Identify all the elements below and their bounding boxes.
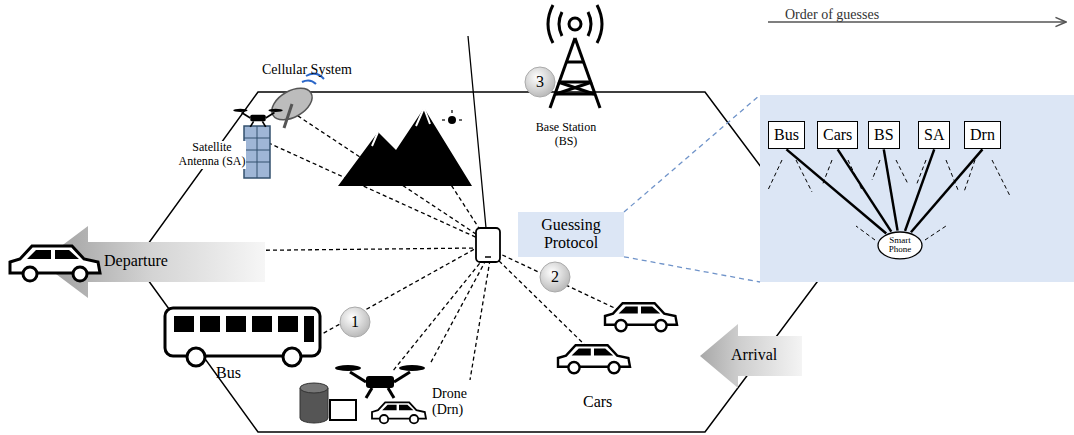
panel-heading: Order of guesses <box>785 7 879 23</box>
callout-number: 2 <box>540 267 570 287</box>
protocol-box: Guessing Protocol <box>518 212 624 257</box>
guess-link <box>786 149 886 233</box>
part-label: Satellite Antenna (SA) <box>178 141 246 169</box>
guess-link <box>838 149 892 231</box>
device-ellipse: Smart Phone <box>877 231 923 260</box>
guess-box: SA <box>918 121 950 149</box>
node-text: Guessing Protocol <box>525 216 617 253</box>
guess-box: Cars <box>817 121 858 149</box>
node-text: Cars <box>823 126 852 144</box>
guess-link <box>911 149 982 232</box>
node-text: BS <box>874 126 894 144</box>
guess-link <box>905 149 934 231</box>
guess-link <box>884 149 898 230</box>
callout-number: 3 <box>525 72 555 92</box>
node-text: SA <box>924 126 944 144</box>
part-label: Drone (Drn) <box>432 386 484 418</box>
guess-box: BS <box>868 121 900 149</box>
zoom-panel: Order of guessesBusCarsBSSADrnSmart Phon… <box>760 95 1074 282</box>
part-label: Cars <box>583 393 612 411</box>
region-label: Cellular System <box>262 62 352 78</box>
arrow-label: Departure <box>104 252 168 270</box>
guess-box: Bus <box>768 121 805 149</box>
node-text: Smart Phone <box>885 236 915 255</box>
callout-number: 1 <box>340 312 370 332</box>
node-text: Drn <box>970 126 995 144</box>
part-label: Base Station (BS) <box>524 121 608 149</box>
arrow-label: Arrival <box>731 346 777 364</box>
ellipse-shape <box>878 232 922 259</box>
zoom-line <box>624 95 760 212</box>
part-label: Bus <box>216 364 241 382</box>
zoom-line <box>624 257 760 282</box>
guess-box: Drn <box>964 121 1001 149</box>
node-text: Bus <box>774 126 799 144</box>
zoom-lines <box>624 95 760 282</box>
